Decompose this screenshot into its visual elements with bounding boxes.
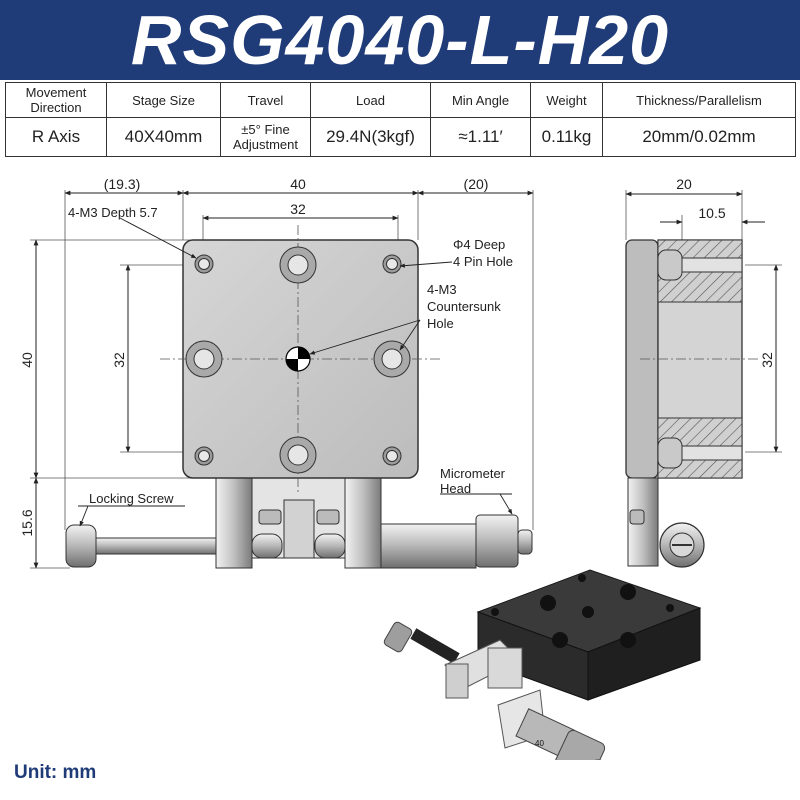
- spec-header-cell: Load: [310, 82, 431, 118]
- spec-table: Movement Direction Stage Size Travel Loa…: [5, 82, 796, 157]
- spec-header-cell: Min Angle: [430, 82, 531, 118]
- page-title: RSG4040-L-H20: [130, 1, 670, 79]
- bracket-right: [344, 477, 382, 569]
- label-countersunk-3: Hole: [427, 316, 454, 331]
- dim-lower: 15.6: [19, 509, 35, 536]
- spec-header-cell: Movement Direction: [5, 82, 107, 118]
- side-view: 20 10.5 32: [625, 176, 782, 568]
- spec-value-cell: ±5° Fine Adjustment: [220, 117, 311, 157]
- label-micrometer-1: Micrometer: [440, 466, 506, 481]
- dim-hole-spacing-h: 32: [290, 201, 306, 217]
- dim-left-offset: (19.3): [104, 176, 141, 192]
- label-m3-depth: 4-M3 Depth 5.7: [68, 205, 158, 220]
- product-photo: 40: [383, 569, 702, 760]
- title-banner: [0, 0, 800, 80]
- dim-width: 40: [290, 176, 306, 192]
- dim-height: 40: [19, 352, 35, 368]
- micrometer-thimble: [475, 514, 519, 568]
- spec-value-cell: R Axis: [5, 117, 107, 157]
- spec-value-cell: 0.11kg: [530, 117, 603, 157]
- micrometer-mark: 40: [535, 739, 544, 748]
- front-view: (19.3) 40 (20) 32 40 32 15.6: [19, 176, 534, 569]
- spec-value-row: R Axis 40X40mm ±5° Fine Adjustment 29.4N…: [5, 117, 796, 157]
- spec-header-cell: Stage Size: [106, 82, 221, 118]
- spec-header-row: Movement Direction Stage Size Travel Loa…: [5, 82, 796, 118]
- bracket-left: [215, 477, 253, 569]
- side-dim-hole-spacing-v: 32: [759, 352, 775, 368]
- spec-header-cell: Travel: [220, 82, 311, 118]
- label-countersunk-2: Countersunk: [427, 299, 501, 314]
- dim-hole-spacing-v: 32: [111, 352, 127, 368]
- label-pin-hole-2: 4 Pin Hole: [453, 254, 513, 269]
- locking-screw-knob: [65, 524, 97, 568]
- spec-value-cell: ≈1.11′: [430, 117, 531, 157]
- label-micrometer-2: Head: [440, 481, 471, 496]
- spec-header-cell: Thickness/Parallelism: [602, 82, 796, 118]
- unit-label: Unit: mm: [14, 762, 97, 783]
- spec-value-cell: 40X40mm: [106, 117, 221, 157]
- technical-drawing: (19.3) 40 (20) 32 40 32 15.6: [19, 176, 782, 760]
- side-dim-inner: 10.5: [698, 205, 725, 221]
- dim-right-offset: (20): [464, 176, 489, 192]
- rotation-center-icon: [285, 346, 311, 372]
- label-countersunk-1: 4-M3: [427, 282, 457, 297]
- side-dim-thickness: 20: [676, 176, 692, 192]
- spec-value-cell: 20mm/0.02mm: [602, 117, 796, 157]
- spec-header-cell: Weight: [530, 82, 603, 118]
- label-pin-hole-1: Φ4 Deep: [453, 237, 505, 252]
- label-locking-screw: Locking Screw: [89, 491, 174, 506]
- spec-value-cell: 29.4N(3kgf): [310, 117, 431, 157]
- micrometer-barrel: [380, 523, 477, 569]
- locking-screw-shaft: [95, 537, 217, 555]
